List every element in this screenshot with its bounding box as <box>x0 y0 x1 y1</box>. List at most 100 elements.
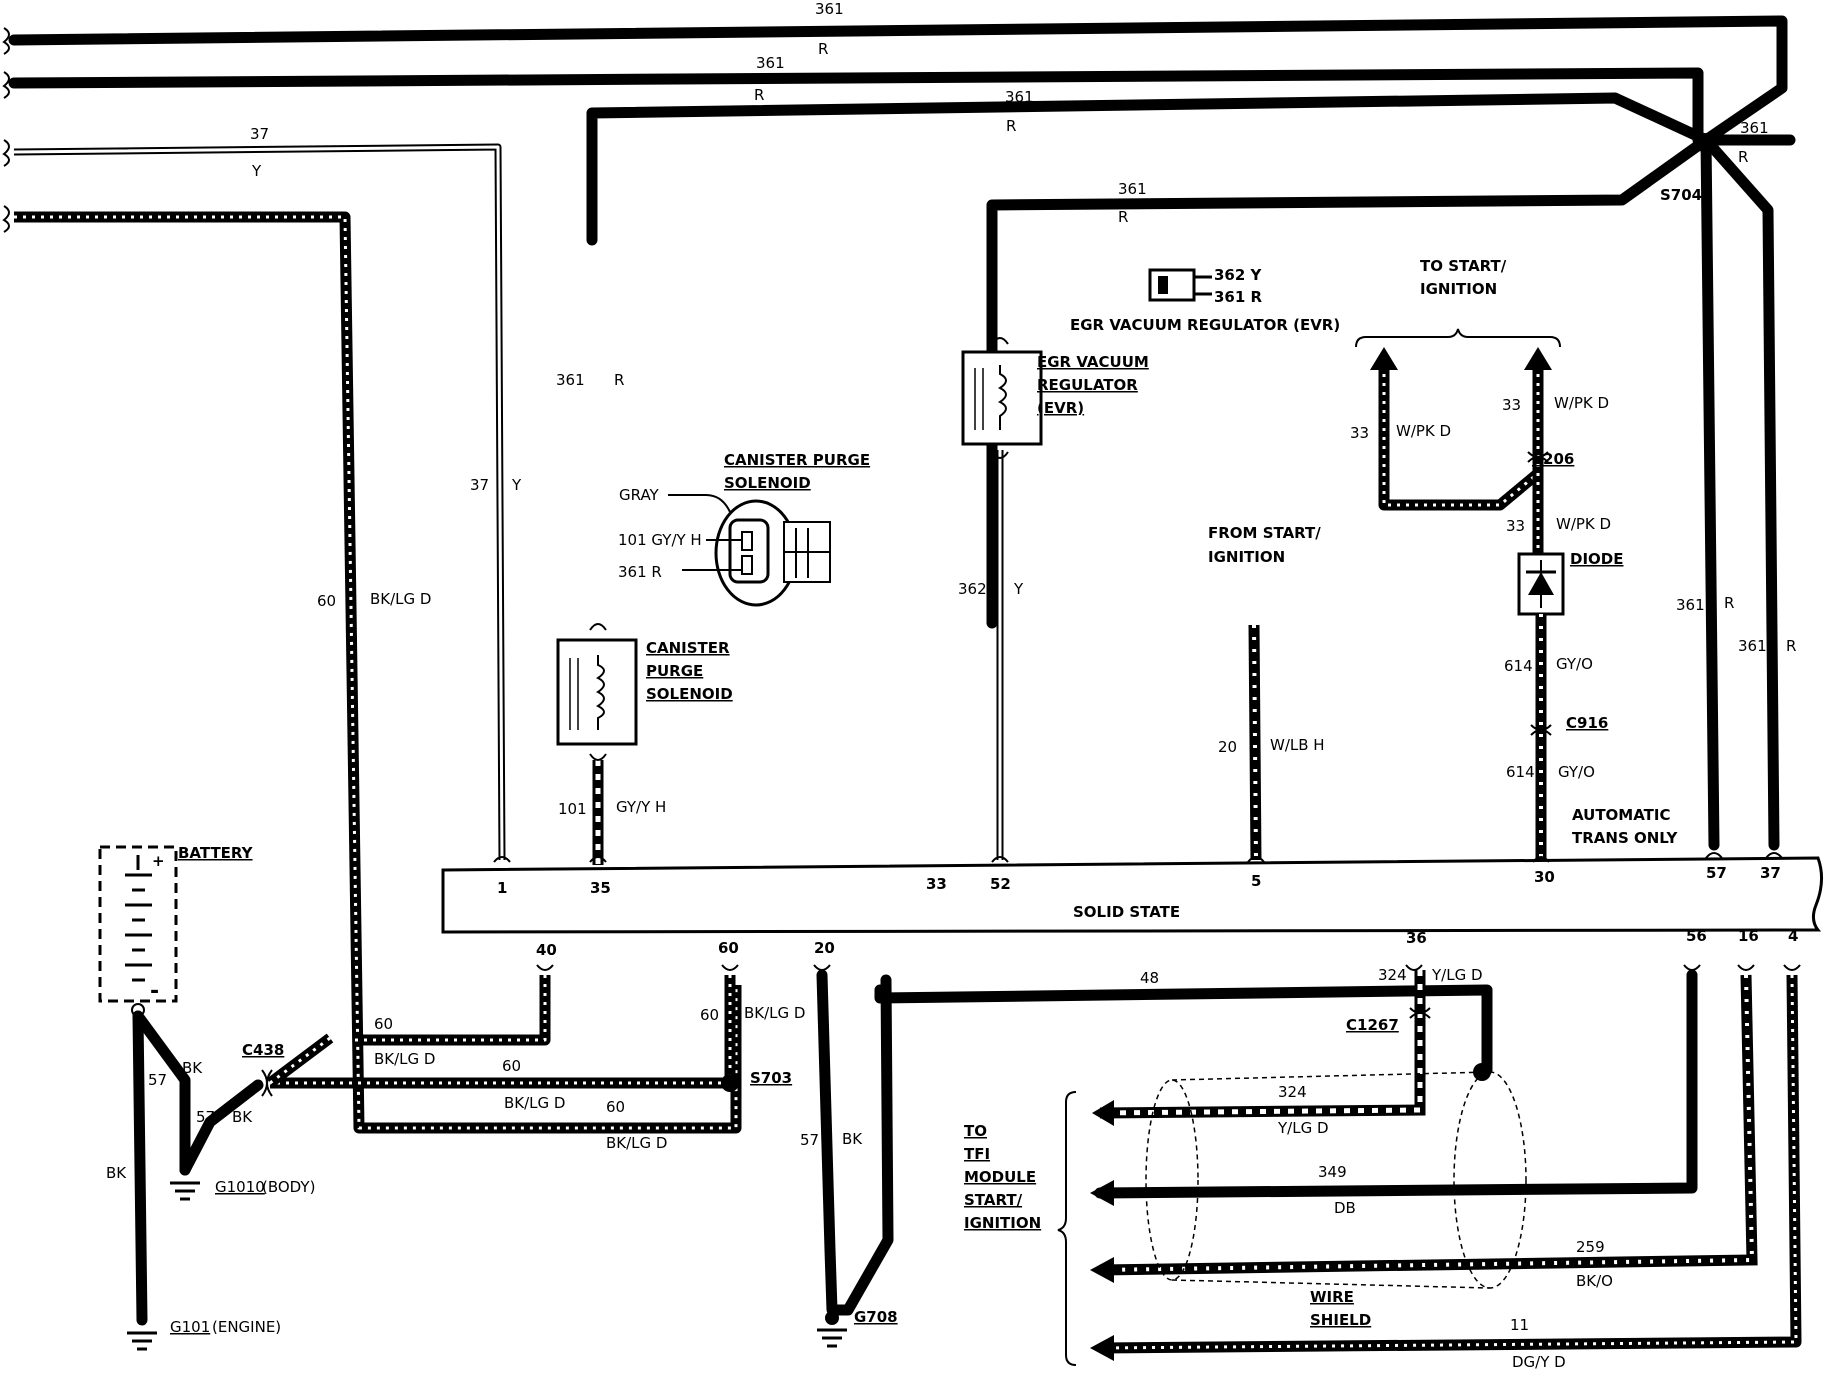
label-324-b: 324 <box>1278 1083 1307 1101</box>
pin-60: 60 <box>718 939 739 957</box>
label-canister-gray: GRAY <box>619 486 660 504</box>
label-tfi-4: START/ <box>964 1191 1023 1209</box>
wire-labels: 361 R 361 R 361 R 361 R 361 R S704 37 Y … <box>106 0 1796 1371</box>
label-diode: DIODE <box>1570 550 1623 568</box>
label-battery-plus: + <box>152 852 165 870</box>
label-bko-259: BK/O <box>1576 1272 1613 1290</box>
label-11: 11 <box>1510 1316 1529 1334</box>
label-57-bk: 57 <box>148 1071 167 1089</box>
label-tfi-1: TO <box>964 1122 987 1140</box>
top-pin-terminals <box>493 852 1783 863</box>
wire-shield <box>1145 1071 1527 1289</box>
canister-connector-icon <box>668 494 831 607</box>
label-361-v1: 361 <box>1676 596 1705 614</box>
label-324-a: 324 <box>1378 966 1407 984</box>
label-dgyd-11: DG/Y D <box>1512 1353 1566 1371</box>
wire-33-wpkd <box>1355 328 1561 558</box>
label-db-349: DB <box>1334 1199 1356 1217</box>
solid-state-module <box>441 856 1823 934</box>
label-60-a: 60 <box>374 1015 393 1033</box>
label-gyo-b: GY/O <box>1558 763 1595 781</box>
label-tfi-2: TFI <box>964 1145 990 1163</box>
label-g1010-note: (BODY) <box>262 1178 315 1196</box>
evr-box <box>961 350 1043 446</box>
label-c916: C916 <box>1566 714 1608 732</box>
label-canister-title-2: SOLENOID <box>724 474 811 492</box>
label-r-right: R <box>1738 148 1748 166</box>
label-g708: G708 <box>854 1308 898 1326</box>
label-from-start-1: FROM START/ <box>1208 524 1321 542</box>
label-349: 349 <box>1318 1163 1347 1181</box>
label-automatic-1: AUTOMATIC <box>1572 806 1671 824</box>
wire-60-pin40 <box>266 975 739 1092</box>
label-y-top: Y <box>251 162 262 180</box>
label-614-b: 614 <box>1506 763 1535 781</box>
label-gyyh-vert: GY/Y H <box>616 798 666 816</box>
wire-20-wlbh <box>1248 624 1262 861</box>
pin-40: 40 <box>536 941 557 959</box>
label-57-bk2: 57 <box>196 1108 215 1126</box>
label-c438: C438 <box>242 1041 284 1059</box>
ground-g1010-icon <box>170 1181 200 1201</box>
label-60-vert: 60 <box>317 592 336 610</box>
label-33-right: 33 <box>1502 396 1521 414</box>
arrow-left-icon <box>1090 1335 1114 1361</box>
pin-36: 36 <box>1406 929 1427 947</box>
label-614-a: 614 <box>1504 657 1533 675</box>
label-r-third: R <box>1006 117 1016 135</box>
battery-icon <box>125 855 152 1017</box>
label-canister-pin-101: 101 GY/Y H <box>618 531 702 549</box>
pin-1: 1 <box>497 879 507 897</box>
label-33-mid: 33 <box>1506 517 1525 535</box>
label-y-362: Y <box>1013 580 1024 598</box>
wire-48 <box>874 984 1493 1081</box>
label-r-v1: R <box>1724 594 1734 612</box>
label-r-second: R <box>754 86 764 104</box>
label-y-vert: Y <box>511 476 522 494</box>
label-bklgd-c: BK/LG D <box>606 1134 667 1152</box>
label-37-vert: 37 <box>470 476 489 494</box>
label-bk-ground: BK <box>106 1164 127 1182</box>
label-evr-box-2: REGULATOR <box>1037 376 1138 394</box>
wire-37-y <box>13 143 506 861</box>
ground-g708-icon <box>817 1311 847 1348</box>
label-evr-box-1: EGR VACUUM <box>1037 353 1149 371</box>
diode-icon <box>1526 560 1556 608</box>
label-bklgd-d: BK/LG D <box>744 1004 805 1022</box>
label-canister-title-1: CANISTER PURGE <box>724 451 870 469</box>
pin-4: 4 <box>1788 927 1798 945</box>
pin-56: 56 <box>1686 927 1707 945</box>
label-to-start-2: IGNITION <box>1420 280 1497 298</box>
pin-57: 57 <box>1706 864 1727 882</box>
label-259: 259 <box>1576 1238 1605 1256</box>
label-solid-state: SOLID STATE <box>1073 903 1180 921</box>
label-evr-box-3: (EVR) <box>1037 399 1084 417</box>
label-tfi-5: IGNITION <box>964 1214 1041 1232</box>
ground-g101-icon <box>127 1331 157 1351</box>
pin-52: 52 <box>990 875 1011 893</box>
label-60-d: 60 <box>700 1006 719 1024</box>
splice-s704 <box>1696 133 1716 153</box>
label-r-evr: R <box>1118 208 1128 226</box>
label-362-vert: 362 <box>958 580 987 598</box>
label-bklgd-vert: BK/LG D <box>370 590 431 608</box>
pin-35: 35 <box>590 879 611 897</box>
label-ylgd-a: Y/LG D <box>1431 966 1483 984</box>
arrow-up-icon <box>1524 347 1552 370</box>
wire-break-marks <box>2 27 10 233</box>
arrow-left-icon <box>1090 1180 1114 1206</box>
label-s704: S704 <box>1660 186 1702 204</box>
label-wire-shield-1: WIRE <box>1310 1288 1354 1306</box>
pin-33: 33 <box>926 875 947 893</box>
label-gyo-a: GY/O <box>1556 655 1593 673</box>
label-s703: S703 <box>750 1069 792 1087</box>
label-g101-note: (ENGINE) <box>212 1318 281 1336</box>
label-battery: BATTERY <box>178 844 254 862</box>
label-48: 48 <box>1140 969 1159 987</box>
label-to-start-1: TO START/ <box>1420 257 1507 275</box>
label-20-vert: 20 <box>1218 738 1237 756</box>
label-evr-pin-362: 362 Y <box>1214 266 1263 284</box>
wire-11-dgyd <box>1090 974 1802 1361</box>
module-pin-labels: 1 35 33 52 5 30 57 37 40 60 20 36 56 16 … <box>497 864 1798 959</box>
label-57-g708: 57 <box>800 1131 819 1149</box>
